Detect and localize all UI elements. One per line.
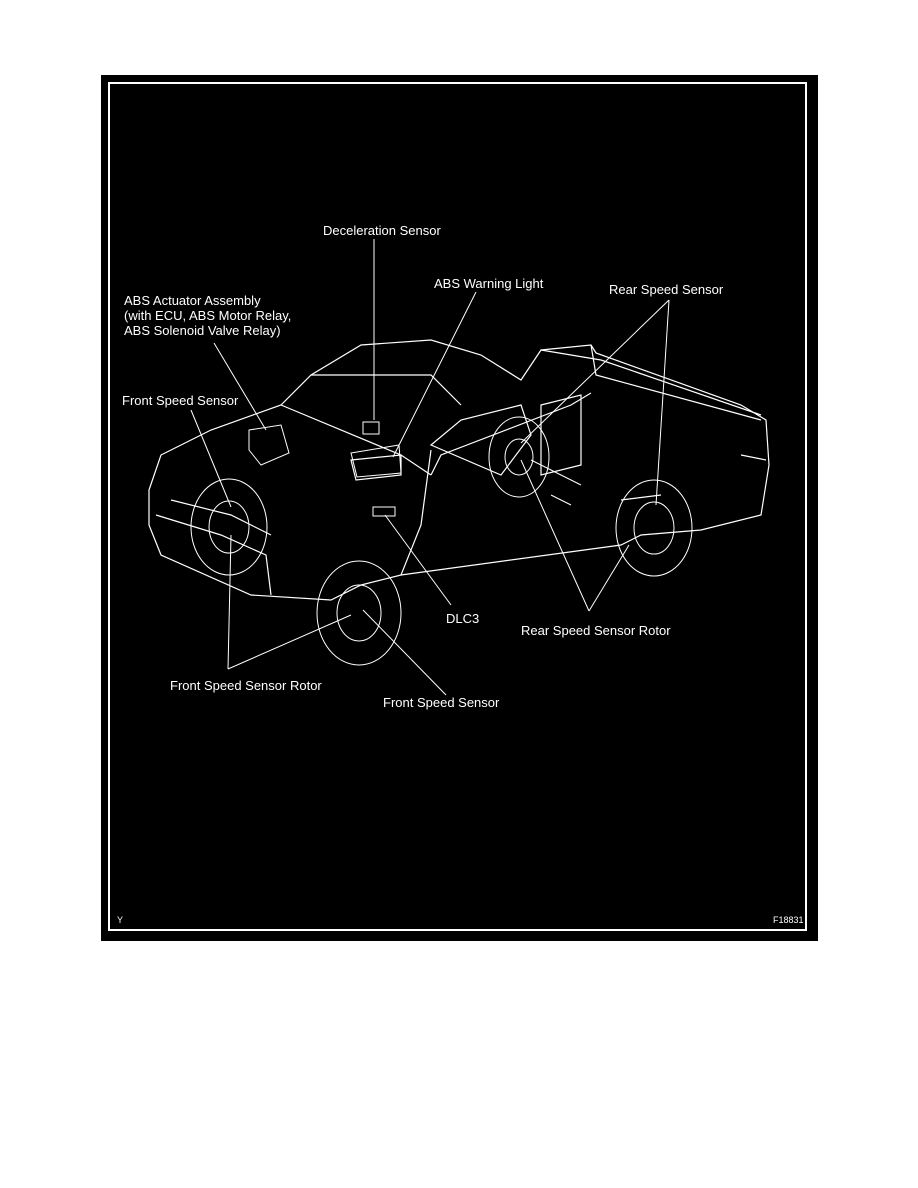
label-deceleration-sensor: Deceleration Sensor — [323, 223, 441, 238]
label-front-speed-sensor-rotor: Front Speed Sensor Rotor — [170, 678, 322, 693]
diagram-frame: Deceleration Sensor ABS Warning Light Re… — [101, 75, 818, 941]
abs-actuator-part — [248, 424, 290, 466]
label-abs-actuator-line1: ABS Actuator Assembly — [124, 293, 261, 308]
label-abs-actuator: ABS Actuator Assembly (with ECU, ABS Mot… — [124, 293, 291, 338]
label-abs-actuator-line2: (with ECU, ABS Motor Relay, — [124, 308, 292, 323]
label-rear-speed-sensor: Rear Speed Sensor — [609, 282, 724, 297]
abs-warning-light-part — [350, 444, 402, 478]
wheels — [190, 416, 693, 666]
truck-body — [148, 339, 770, 601]
leader-lines — [190, 239, 670, 696]
deceleration-sensor-part — [362, 421, 380, 435]
label-abs-actuator-line3: ABS Solenoid Valve Relay) — [124, 323, 281, 338]
label-rear-speed-sensor-rotor: Rear Speed Sensor Rotor — [521, 623, 671, 638]
label-front-speed-sensor-bottom: Front Speed Sensor — [383, 695, 500, 710]
label-front-speed-sensor-left: Front Speed Sensor — [122, 393, 239, 408]
label-abs-warning-light: ABS Warning Light — [434, 276, 544, 291]
dlc3-part — [372, 506, 396, 517]
label-dlc3: DLC3 — [446, 611, 480, 626]
figure-id: F18831 — [773, 915, 804, 925]
truck-illustration — [148, 239, 770, 696]
corner-code: Y — [117, 915, 124, 925]
diagram-border — [108, 82, 807, 931]
